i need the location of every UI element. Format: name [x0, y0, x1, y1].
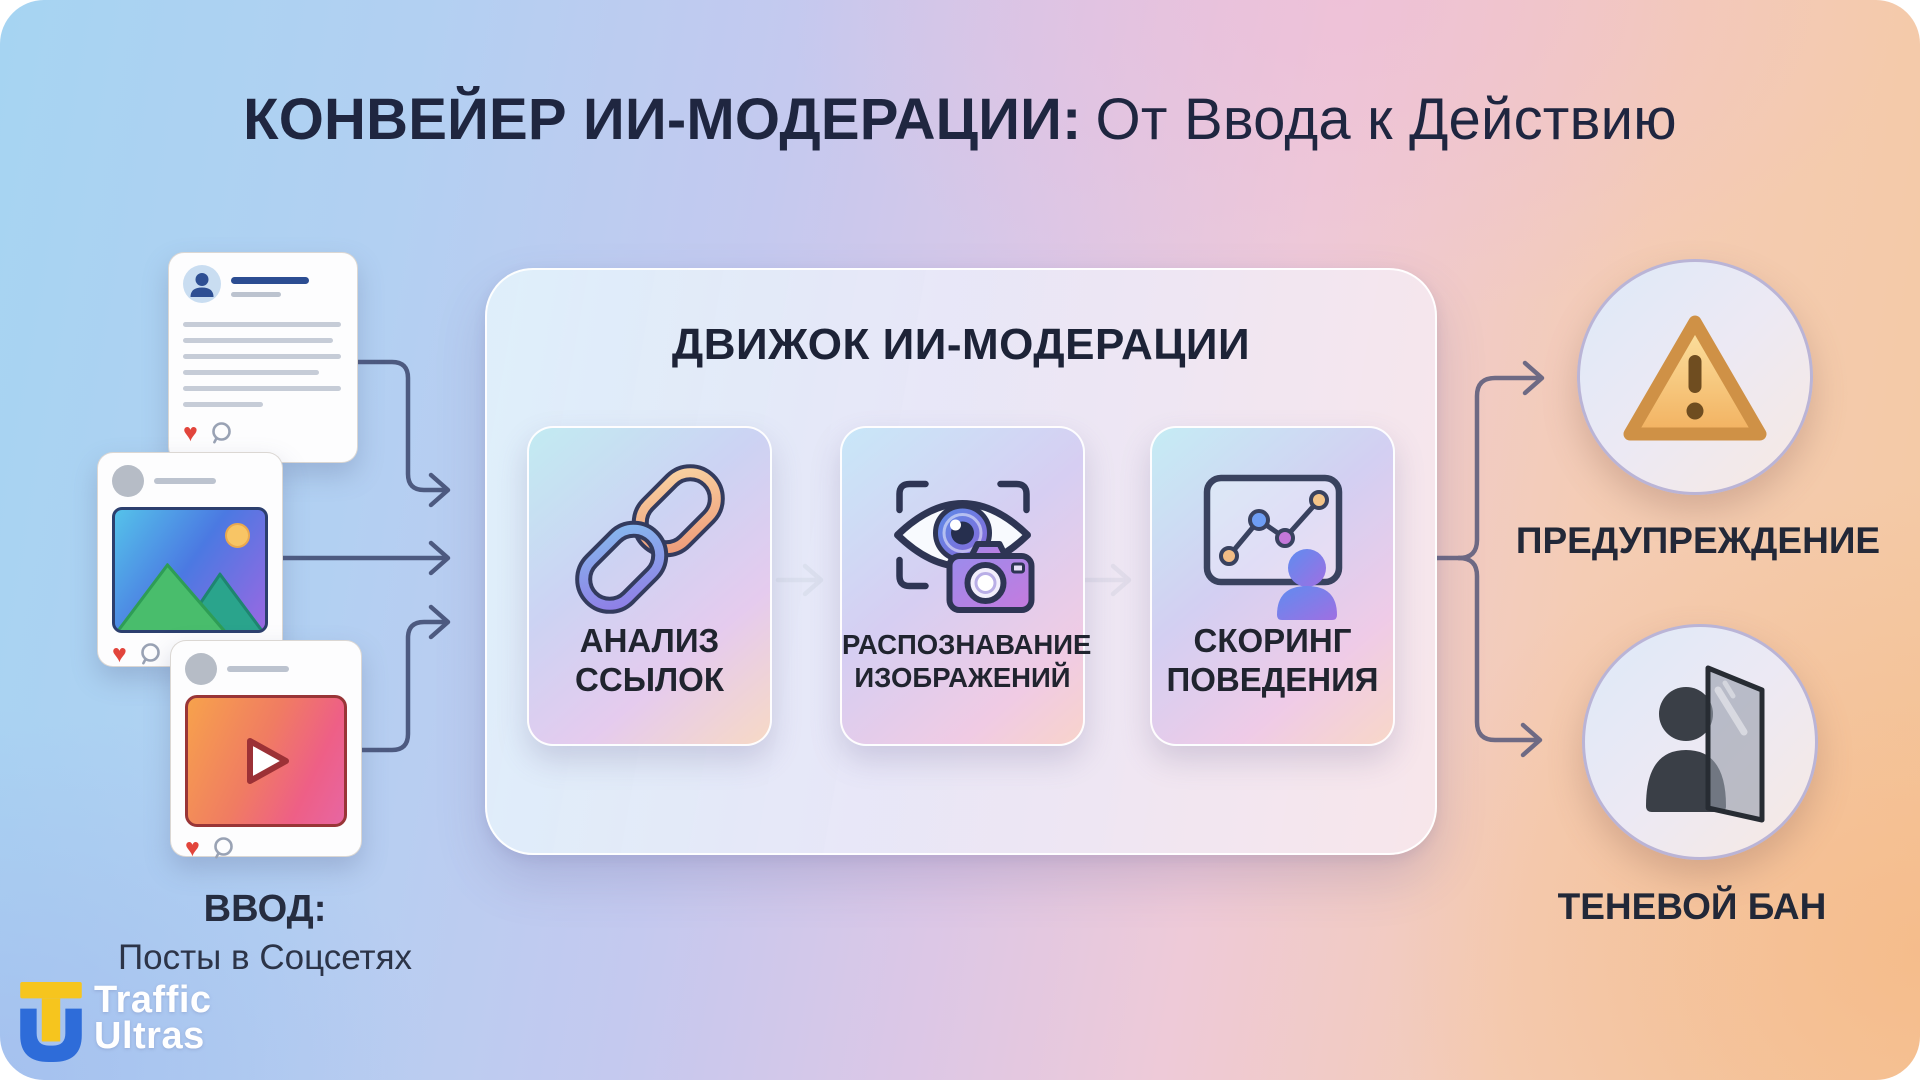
engine-title: ДВИЖОК ИИ-МОДЕРАЦИИ	[671, 320, 1251, 369]
mountains-icon	[116, 562, 264, 630]
outcome-shadow-ban-circle	[1582, 624, 1818, 860]
like-heart-icon: ♥	[112, 640, 127, 668]
post-header	[112, 465, 268, 497]
logo-line-2: Ultras	[94, 1015, 205, 1058]
social-post-image-card: ♥	[97, 452, 283, 667]
outcome-warning-circle	[1577, 259, 1813, 495]
post-footer: ♥	[185, 834, 347, 862]
logo-line-1: Traffic	[94, 979, 212, 1021]
input-heading: ВВОД:	[203, 888, 327, 930]
step-card-image-recognition: РАСПОЗНАВАНИЕ ИЗОБРАЖЕНИЙ	[840, 426, 1092, 746]
post-footer: ♥	[183, 419, 343, 447]
eye-camera-icon	[885, 464, 1040, 624]
sun-icon	[225, 523, 250, 548]
step-card-behavior-scoring: СКОРИНГ ПОВЕДЕНИЯ	[1150, 426, 1395, 746]
traffic-ultras-logo-icon	[20, 982, 82, 1062]
warning-triangle-icon	[1623, 315, 1767, 440]
social-post-video-card: ♥	[170, 640, 362, 862]
brand-logo-text: Traffic Ultras	[94, 979, 212, 1058]
post-name-bars	[231, 276, 309, 297]
like-heart-icon: ♥	[183, 419, 198, 447]
user-avatar-icon	[112, 465, 144, 497]
post-photo-thumbnail	[112, 507, 268, 633]
page-title-emphasis: КОНВЕЙЕР ИИ-МОДЕРАЦИИ:	[243, 87, 1082, 152]
behavior-chart-person-icon	[1193, 464, 1353, 627]
input-caption: ВВОД: Посты в Соцсетях	[65, 888, 465, 978]
post-header	[183, 265, 343, 308]
page-title-rest: От Ввода к Действию	[1095, 87, 1677, 152]
page-title: КОНВЕЙЕР ИИ-МОДЕРАЦИИ:От Ввода к Действи…	[0, 86, 1920, 153]
step-label: АНАЛИЗ ССЫЛОК	[575, 622, 724, 699]
play-button-icon	[247, 738, 289, 784]
chain-link-icon	[574, 464, 725, 619]
like-heart-icon: ♥	[185, 834, 200, 862]
input-subheading: Посты в Соцсетях	[117, 938, 413, 977]
comment-bubble-icon	[214, 837, 233, 859]
post-footer: ♥	[112, 640, 268, 668]
post-video-thumbnail	[185, 695, 347, 827]
outcome-shadow-ban-label: ТЕНЕВОЙ БАН	[1557, 886, 1827, 927]
comment-bubble-icon	[212, 422, 231, 444]
post-header	[185, 653, 347, 685]
step-label: СКОРИНГ ПОВЕДЕНИЯ	[1166, 622, 1379, 699]
outcome-warning-label: ПРЕДУПРЕЖДЕНИЕ	[1515, 520, 1881, 561]
social-post-text-card: ♥	[168, 252, 358, 463]
moderation-engine-panel: ДВИЖОК ИИ-МОДЕРАЦИИ АНАЛИ	[485, 268, 1437, 855]
brand-logo: Traffic Ultras	[20, 979, 212, 1062]
comment-bubble-icon	[141, 643, 160, 665]
step-label: РАСПОЗНАВАНИЕ ИЗОБРАЖЕНИЙ	[842, 629, 1092, 693]
user-avatar-icon	[183, 265, 221, 308]
user-avatar-icon	[185, 653, 217, 685]
step-card-link-analysis: АНАЛИЗ ССЫЛОК	[527, 426, 772, 746]
post-text-lines	[183, 322, 343, 407]
shadow-ban-door-icon	[1646, 665, 1765, 823]
